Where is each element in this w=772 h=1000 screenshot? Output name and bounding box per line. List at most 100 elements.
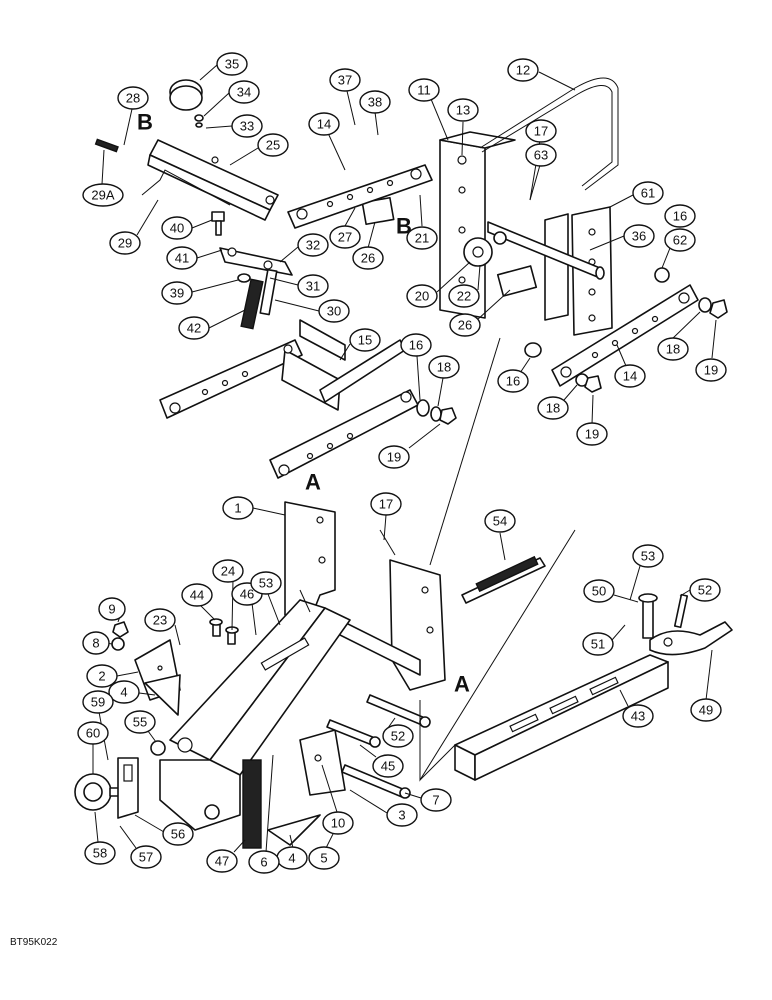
callout-52-lower: 52 — [382, 717, 414, 748]
long-pins — [326, 694, 431, 799]
view-letter-a-lower: A — [454, 672, 470, 697]
callout-44: 44 — [181, 583, 216, 621]
link-bar-right — [551, 284, 699, 387]
slotted-tube — [454, 654, 669, 781]
callout-41: 41 — [166, 246, 223, 270]
callout-19-right: 19 — [695, 319, 727, 382]
svg-text:57: 57 — [139, 850, 153, 865]
svg-text:34: 34 — [237, 85, 251, 100]
svg-text:45: 45 — [381, 759, 395, 774]
lock-plate — [117, 757, 139, 819]
callout-40: 40 — [161, 216, 213, 240]
callout-17-upper: 17 — [525, 119, 557, 201]
svg-text:25: 25 — [266, 138, 280, 153]
callout-7: 7 — [404, 788, 452, 812]
callout-38: 38 — [359, 90, 391, 136]
compression-spring — [237, 273, 264, 330]
svg-text:4: 4 — [120, 685, 127, 700]
callout-15: 15 — [339, 328, 381, 361]
svg-text:7: 7 — [432, 793, 439, 808]
svg-text:11: 11 — [417, 83, 431, 98]
view-letter-b-left: B — [137, 110, 153, 135]
callout-14-lower: 14 — [614, 344, 646, 388]
svg-text:16: 16 — [673, 209, 687, 224]
callout-9: 9 — [98, 597, 126, 623]
svg-text:46: 46 — [240, 587, 254, 602]
callout-62: 62 — [661, 228, 696, 269]
svg-text:9: 9 — [108, 602, 115, 617]
bolt-30 — [259, 268, 278, 316]
svg-text:59: 59 — [91, 695, 105, 710]
callout-57: 57 — [119, 825, 162, 869]
callout-22: 22 — [448, 264, 481, 308]
callout-11: 11 — [408, 78, 449, 141]
svg-text:60: 60 — [86, 726, 100, 741]
svg-text:53: 53 — [259, 576, 273, 591]
callout-37: 37 — [329, 68, 361, 126]
svg-text:52: 52 — [391, 729, 405, 744]
callout-50: 50 — [583, 579, 639, 603]
callout-42: 42 — [178, 309, 246, 340]
pivot-shaft — [487, 221, 605, 280]
hardware-right — [416, 267, 728, 425]
callout-23: 23 — [144, 608, 181, 646]
callout-18-middle: 18 — [428, 355, 460, 407]
svg-text:63: 63 — [534, 148, 548, 163]
callout-12: 12 — [507, 58, 576, 91]
callout-34: 34 — [203, 80, 260, 117]
svg-text:40: 40 — [170, 221, 184, 236]
view-letter-a-upper: A — [305, 470, 321, 495]
callout-55: 55 — [124, 710, 157, 743]
svg-text:10: 10 — [331, 816, 345, 831]
svg-text:26: 26 — [458, 318, 472, 333]
svg-text:55: 55 — [133, 715, 147, 730]
svg-text:44: 44 — [190, 588, 204, 603]
callout-35: 35 — [199, 52, 248, 81]
svg-text:5: 5 — [320, 851, 327, 866]
svg-text:2: 2 — [98, 669, 105, 684]
callout-43: 43 — [619, 689, 654, 728]
svg-text:37: 37 — [338, 73, 352, 88]
svg-text:18: 18 — [666, 342, 680, 357]
callout-6: 6 — [248, 754, 280, 874]
callout-29a: 29A — [82, 149, 124, 207]
control-rod — [141, 169, 231, 206]
svg-text:32: 32 — [306, 238, 320, 253]
callout-61: 61 — [609, 181, 664, 208]
callout-4-left: 4 — [108, 680, 156, 704]
callout-51: 51 — [582, 624, 626, 656]
callout-2: 2 — [86, 664, 139, 688]
svg-text:6: 6 — [260, 855, 267, 870]
svg-text:52: 52 — [698, 583, 712, 598]
callout-53-left: 53 — [250, 571, 282, 626]
callout-39: 39 — [161, 279, 239, 305]
gusset-plates — [134, 639, 346, 846]
bolt-40 — [211, 211, 225, 236]
svg-text:13: 13 — [456, 103, 470, 118]
svg-text:19: 19 — [704, 363, 718, 378]
callout-47: 47 — [206, 839, 246, 873]
callout-56: 56 — [134, 814, 194, 846]
callout-31: 31 — [269, 274, 329, 298]
svg-text:42: 42 — [187, 321, 201, 336]
svg-text:22: 22 — [457, 289, 471, 304]
svg-text:54: 54 — [493, 514, 507, 529]
callout-3: 3 — [349, 789, 418, 827]
svg-text:16: 16 — [409, 338, 423, 353]
callout-28: 28 — [117, 86, 149, 146]
svg-text:8: 8 — [92, 636, 99, 651]
svg-text:29A: 29A — [91, 188, 114, 203]
svg-text:49: 49 — [699, 703, 713, 718]
callout-25: 25 — [229, 133, 289, 166]
svg-text:29: 29 — [118, 236, 132, 251]
svg-text:27: 27 — [338, 230, 352, 245]
callout-32: 32 — [279, 233, 329, 263]
callout-29: 29 — [109, 199, 159, 255]
callout-54: 54 — [484, 509, 516, 561]
link-bar-upper — [287, 164, 433, 229]
svg-text:17: 17 — [379, 497, 393, 512]
svg-text:51: 51 — [591, 637, 605, 652]
svg-text:33: 33 — [240, 119, 254, 134]
wing-clamp — [638, 593, 733, 656]
view-letter-b-middle: B — [396, 214, 412, 239]
